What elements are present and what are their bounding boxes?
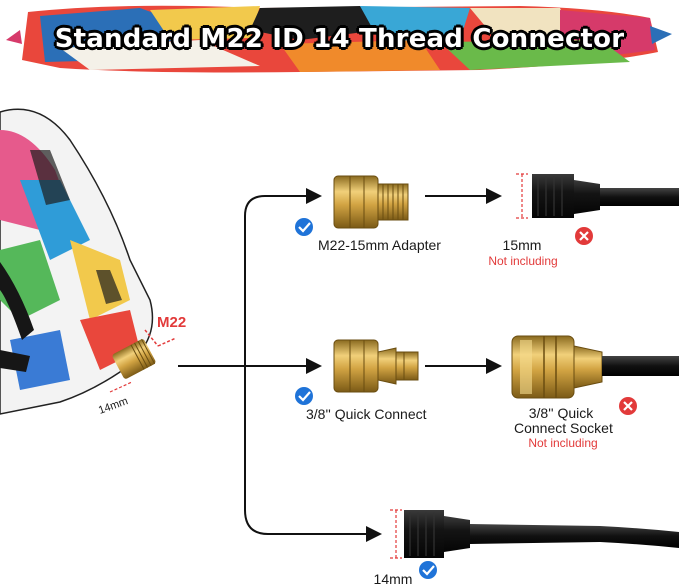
adapter-2-label: 3/8'' Quick Connect <box>306 406 427 422</box>
check-icon <box>295 218 313 236</box>
quick-connect-adapter-image <box>333 339 419 393</box>
14mm-hose-fitting-image <box>404 510 679 558</box>
quick-connect-socket-image <box>511 335 679 399</box>
15mm-hose-fitting-image <box>532 174 679 218</box>
target-2-label-line2: Connect Socket <box>514 420 613 436</box>
dimension-14mm-gun <box>109 381 133 393</box>
adapter-1-label: M22-15mm Adapter <box>318 237 441 253</box>
target-1-note: Not including <box>488 254 558 268</box>
connector-lines <box>178 188 502 542</box>
target-3-label: 14mm <box>373 571 413 587</box>
thread-label: M22 <box>157 314 187 331</box>
m22-15mm-adapter-image <box>333 175 409 229</box>
dimension-14mm-hose <box>390 509 402 559</box>
banner-title: Standard M22 ID 14 Thread Connector <box>54 24 625 54</box>
dimension-15mm <box>516 173 528 219</box>
banner-background <box>6 5 672 73</box>
target-2-label-line1: 3/8'' Quick <box>528 405 594 421</box>
check-icon <box>295 387 313 405</box>
spray-gun-illustration <box>0 108 156 415</box>
check-icon <box>419 561 437 579</box>
target-2-note: Not including <box>528 436 598 450</box>
target-1-label: 15mm <box>502 237 542 253</box>
cross-icon <box>575 227 593 245</box>
m22-indicator <box>144 329 177 347</box>
cross-icon <box>619 397 637 415</box>
